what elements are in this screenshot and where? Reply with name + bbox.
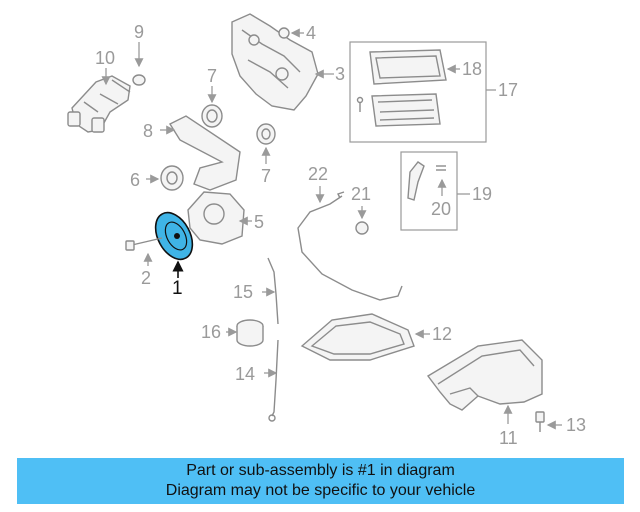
part-7-idler-lower: [256, 123, 276, 164]
callout-7-lower: 7: [261, 166, 271, 186]
callout-4: 4: [306, 23, 316, 43]
part-13-drain-plug: [535, 411, 562, 432]
callout-2: 2: [141, 268, 151, 288]
part-15-dipstick-tube: [262, 257, 279, 325]
part-14-dipstick: [264, 339, 279, 422]
part-5-front-cover: [187, 191, 252, 245]
callout-14: 14: [235, 364, 255, 384]
part-6-tensioner-pulley: [146, 165, 184, 191]
banner-line-2: Diagram may not be specific to your vehi…: [165, 482, 476, 499]
part-3-timing-cover: [231, 13, 334, 111]
callout-16: 16: [201, 322, 221, 342]
callout-7-upper: 7: [207, 66, 217, 86]
part-4-seal: [278, 27, 304, 39]
part-10-injector-assembly: [67, 68, 131, 133]
callout-15: 15: [233, 282, 253, 302]
part-9-washer: [132, 42, 146, 86]
banner-line-1: Part or sub-assembly is #1 in diagram: [186, 462, 455, 479]
part-22-hose: [297, 186, 403, 301]
callout-20: 20: [431, 199, 451, 219]
callout-1: 1: [172, 278, 183, 299]
callout-8: 8: [143, 121, 153, 141]
callout-22: 22: [308, 164, 328, 184]
part-1-crankshaft-pulley: [154, 211, 194, 278]
part-19-box: [400, 151, 470, 231]
callout-18: 18: [462, 59, 482, 79]
info-banner: Part or sub-assembly is #1 in diagram Di…: [17, 458, 624, 504]
callout-5: 5: [254, 212, 264, 232]
part-2-bolt: [125, 237, 163, 266]
callout-12: 12: [432, 324, 452, 344]
part-17-box: [349, 41, 496, 143]
callout-17: 17: [498, 80, 518, 100]
part-11-oil-pan: [426, 339, 543, 424]
part-16-oil-filter: [226, 319, 264, 347]
part-21-sensor: [355, 206, 369, 235]
part-7-idler-upper: [201, 86, 223, 128]
part-12-oil-pan-gasket: [300, 313, 430, 361]
callout-19: 19: [472, 184, 492, 204]
part-8-belt: [160, 115, 241, 191]
callout-11: 11: [499, 428, 518, 448]
callout-3: 3: [335, 64, 345, 84]
callout-9: 9: [134, 22, 144, 42]
callout-10: 10: [95, 48, 115, 68]
callout-6: 6: [130, 170, 140, 190]
callout-13: 13: [566, 415, 586, 435]
callout-21: 21: [351, 184, 371, 204]
